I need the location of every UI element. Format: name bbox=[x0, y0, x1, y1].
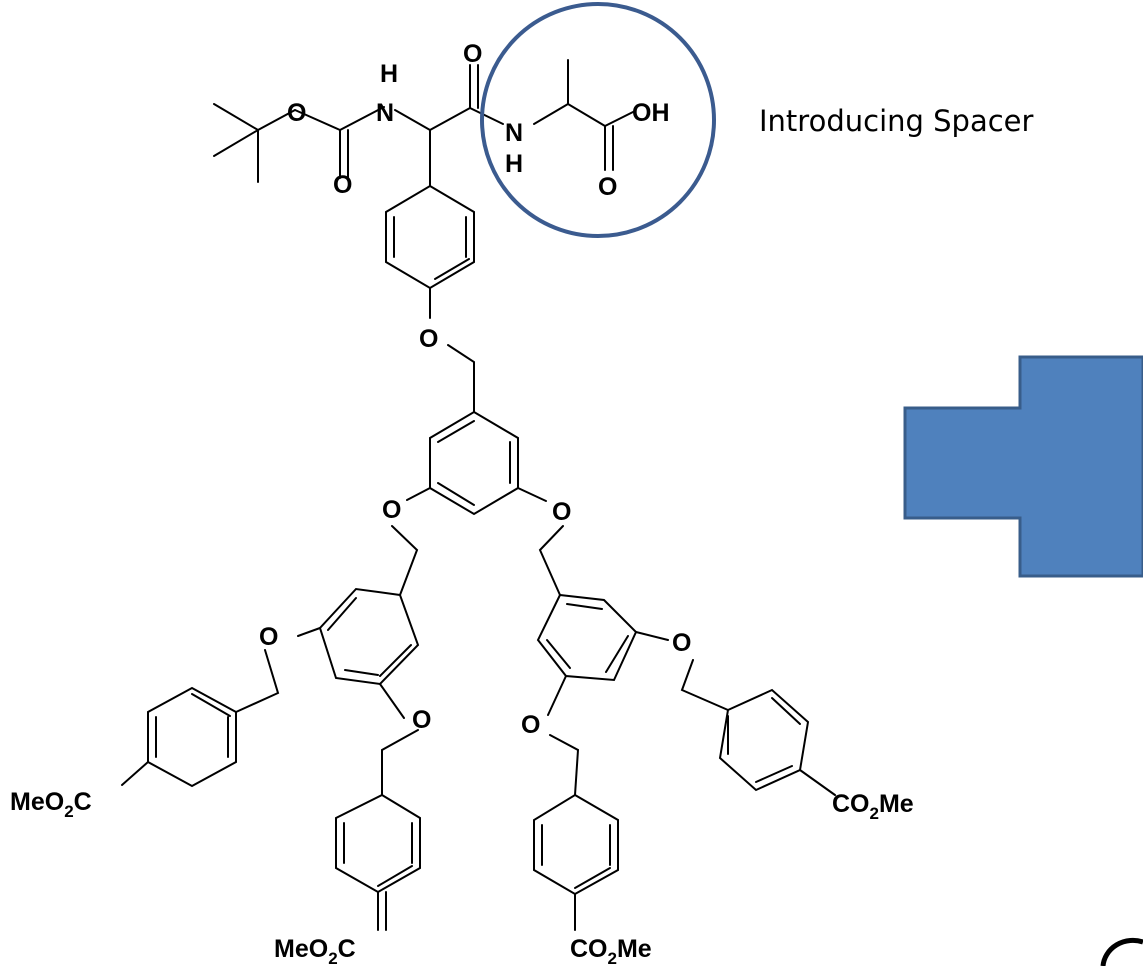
molecule-bonds bbox=[121, 59, 836, 931]
atom-ether-oxygen: O bbox=[552, 498, 571, 526]
atom-nh-nitrogen: N bbox=[376, 99, 394, 127]
atom-ether-oxygen: O bbox=[382, 496, 401, 524]
partial-shape-bottom-right bbox=[1100, 937, 1143, 966]
atom-ether-oxygen: O bbox=[259, 623, 278, 651]
atom-spacer-nitrogen: N bbox=[505, 119, 523, 147]
atom-carbonyl-oxygen-top: O bbox=[463, 40, 482, 68]
atom-acid-hydroxyl: OH bbox=[632, 99, 670, 127]
atom-carbonyl-oxygen-left: O bbox=[333, 171, 352, 199]
atom-ether-oxygen: O bbox=[521, 711, 540, 739]
atom-nh-hydrogen: H bbox=[380, 60, 398, 88]
reaction-arrow bbox=[903, 355, 1143, 578]
ester-label-right-lower: CO2Me bbox=[570, 935, 652, 966]
atom-labels: H N O O O N H OH O O O O O O O O MeO2C M… bbox=[10, 40, 914, 966]
ester-label-right-upper: CO2Me bbox=[832, 790, 914, 823]
atom-spacer-hydrogen: H bbox=[505, 150, 523, 178]
atom-acid-oxygen: O bbox=[598, 173, 617, 201]
caption-introducing-spacer: Introducing Spacer bbox=[759, 104, 1034, 138]
atom-boc-oxygen: O bbox=[287, 99, 306, 127]
ester-label-left-lower: MeO2C bbox=[274, 935, 356, 966]
atom-ether-oxygen: O bbox=[672, 629, 691, 657]
atom-ether-oxygen: O bbox=[412, 706, 431, 734]
ester-label-left-upper: MeO2C bbox=[10, 788, 92, 821]
atom-ether-oxygen: O bbox=[419, 325, 438, 353]
spacer-highlight-circle bbox=[480, 2, 716, 238]
